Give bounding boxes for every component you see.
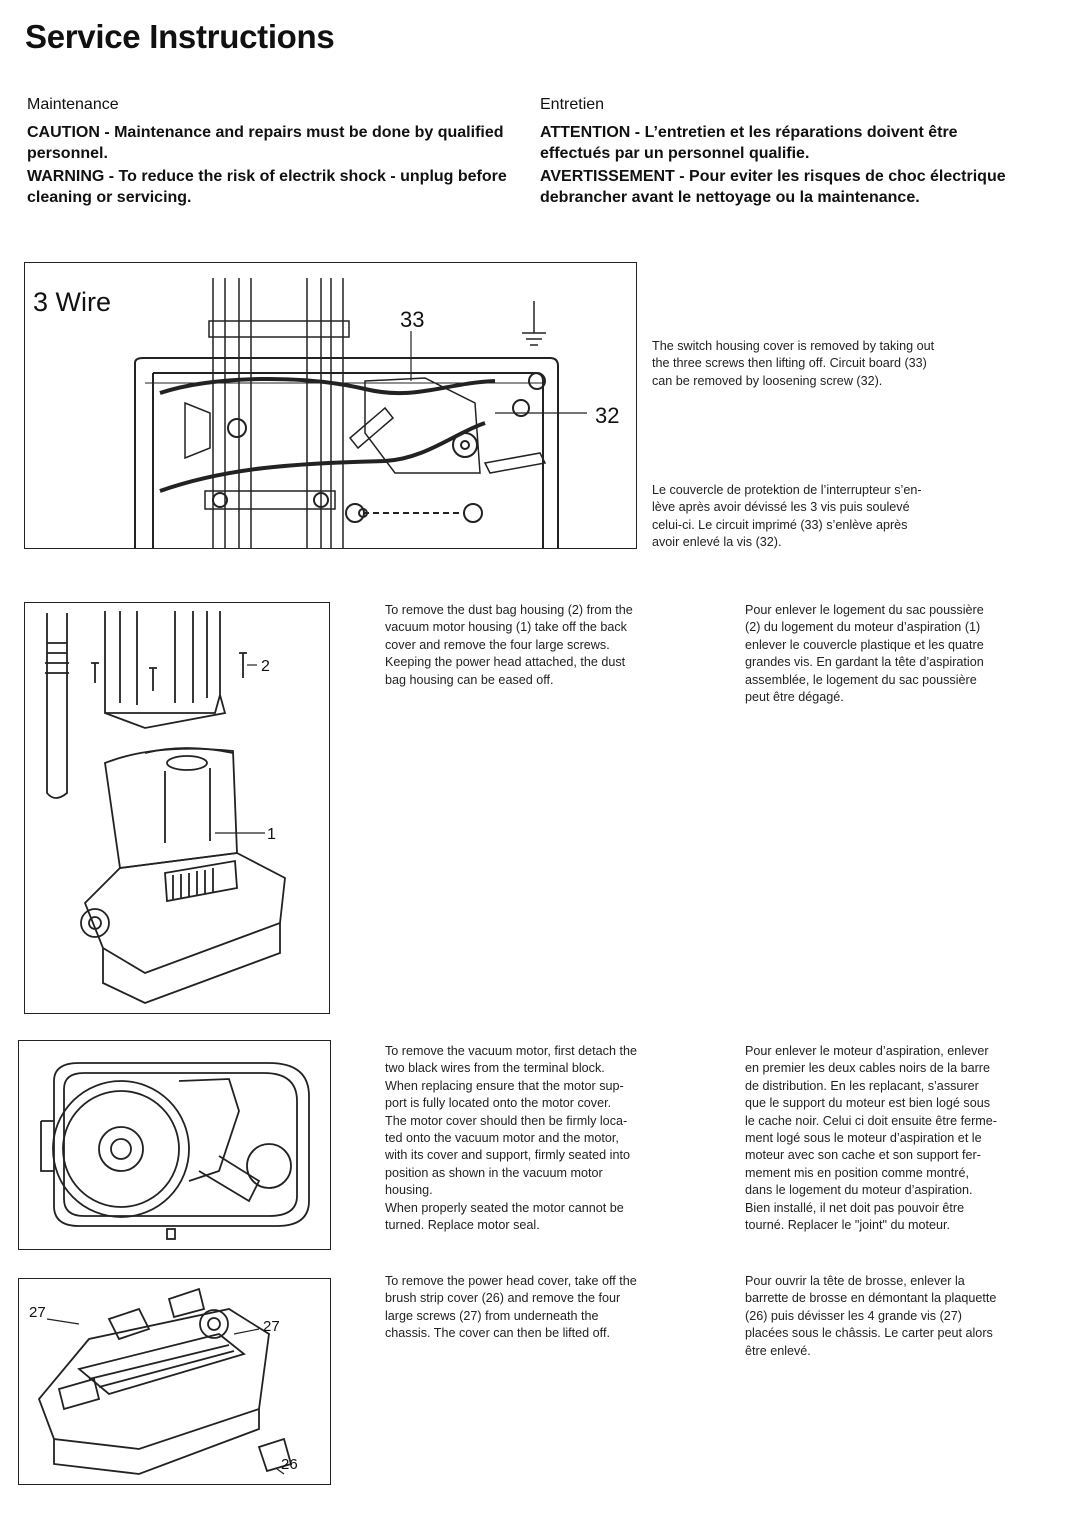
callout-32: 32 bbox=[595, 403, 619, 428]
page-title: Service Instructions bbox=[25, 18, 335, 55]
power-head-text-en: To remove the power head cover, take off… bbox=[385, 1274, 637, 1341]
vacuum-motor-text-fr: Pour enlever le moteur d’aspiration, enl… bbox=[745, 1044, 997, 1233]
vacuum-motor-illustration bbox=[40, 1062, 310, 1240]
figure-title-3-wire: 3 Wire bbox=[33, 287, 111, 317]
callout-27-right: 27 bbox=[263, 1318, 280, 1335]
switch-housing-text-en: The switch housing cover is removed by t… bbox=[652, 339, 935, 388]
vacuum-motor-text-en: To remove the vacuum motor, first detach… bbox=[385, 1044, 637, 1233]
caution-text-en: CAUTION - Maintenance and repairs must b… bbox=[27, 124, 504, 162]
figure-switch-housing: 3 Wire 33 32 bbox=[24, 262, 637, 549]
callout-1: 1 bbox=[267, 826, 276, 843]
callout-33: 33 bbox=[400, 307, 424, 332]
callout-27-left: 27 bbox=[29, 1304, 46, 1321]
dust-bag-housing-illustration: 2 1 bbox=[45, 611, 286, 1004]
warnings-fr: Entretien ATTENTION - L’entretien et les… bbox=[540, 96, 1020, 210]
maintenance-heading: Maintenance bbox=[27, 96, 119, 113]
caution-text-fr: ATTENTION - L’entretien et les réparatio… bbox=[540, 124, 958, 162]
dust-bag-text-fr: Pour enlever le logement du sac poussièr… bbox=[745, 603, 984, 705]
switch-housing-illustration: 3 Wire 33 32 bbox=[33, 278, 619, 548]
figure-vacuum-motor bbox=[18, 1040, 331, 1250]
power-head-illustration: 27 27 26 bbox=[29, 1287, 298, 1475]
switch-housing-text-fr: Le couvercle de protektion de l’interrup… bbox=[652, 483, 922, 550]
entretien-heading: Entretien bbox=[540, 96, 605, 113]
figure-dust-bag-housing: 2 1 bbox=[24, 602, 330, 1014]
warnings-en: Maintenance CAUTION - Maintenance and re… bbox=[27, 96, 507, 210]
dust-bag-text-en: To remove the dust bag housing (2) from … bbox=[385, 603, 633, 687]
warning-text-en: WARNING - To reduce the risk of electrik… bbox=[27, 168, 507, 206]
callout-2: 2 bbox=[261, 658, 270, 675]
power-head-text-fr: Pour ouvrir la tête de brosse, enlever l… bbox=[745, 1274, 997, 1358]
callout-26: 26 bbox=[281, 1456, 298, 1473]
warning-text-fr: AVERTISSEMENT - Pour eviter les risques … bbox=[540, 168, 1006, 206]
figure-power-head: 27 27 26 bbox=[18, 1278, 331, 1485]
